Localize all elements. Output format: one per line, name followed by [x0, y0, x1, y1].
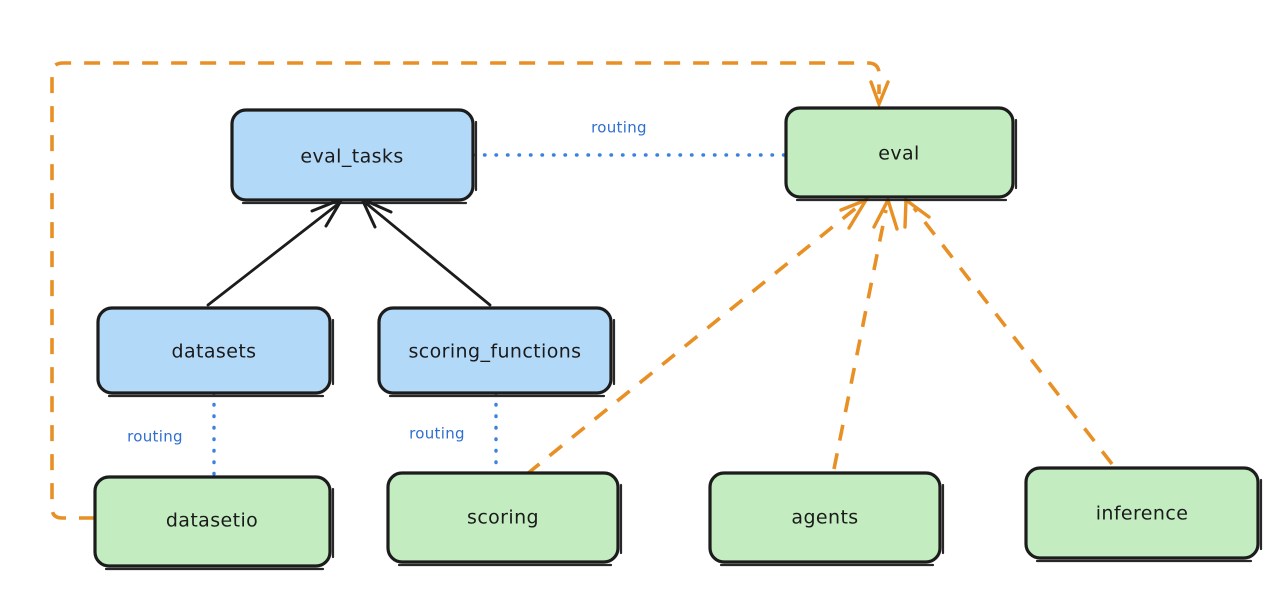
edge-scoring-functions-scoring: routing [409, 391, 498, 475]
node-datasetio[interactable]: datasetio [93, 475, 335, 571]
node-label-agents: agents [791, 507, 858, 529]
node-inference[interactable]: inference [1024, 466, 1263, 563]
node-label-datasets: datasets [172, 341, 257, 363]
node-label-eval: eval [878, 143, 919, 165]
node-label-inference: inference [1096, 503, 1189, 525]
edge-datasets-datasetio: routing [127, 391, 216, 479]
node-label-scoring: scoring [467, 507, 539, 529]
edge-datasetio-eval [50, 61, 890, 520]
node-datasets[interactable]: datasets [96, 306, 335, 398]
node-label-scoring-functions: scoring_functions [409, 341, 582, 363]
node-agents[interactable]: agents [708, 471, 945, 567]
edge-label-routing-datasetio: routing [127, 428, 183, 446]
edge-inference-eval [903, 196, 1114, 466]
node-label-datasetio: datasetio [166, 510, 258, 532]
edge-scoring-functions-eval-tasks [358, 195, 492, 307]
node-scoring[interactable]: scoring [386, 471, 623, 567]
edge-eval-tasks-eval: routing [471, 119, 788, 157]
edge-label-routing-scoring: routing [409, 425, 465, 443]
node-scoring-functions[interactable]: scoring_functions [377, 306, 616, 398]
edge-agents-eval [832, 195, 899, 470]
node-label-eval-tasks: eval_tasks [300, 146, 403, 168]
node-eval-tasks[interactable]: eval_tasks [230, 108, 478, 205]
edge-label-routing-eval: routing [591, 119, 647, 137]
edge-datasets-eval-tasks [206, 195, 346, 307]
node-eval[interactable]: eval [784, 106, 1018, 202]
